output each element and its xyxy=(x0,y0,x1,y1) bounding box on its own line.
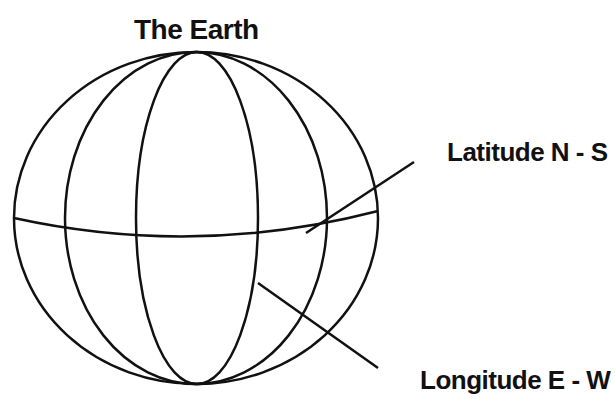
callout-label: Latitude N - S xyxy=(447,138,608,167)
callout-label: Longitude E - W xyxy=(420,366,610,395)
diagram-title: The Earth xyxy=(134,15,259,46)
longitude-leader xyxy=(258,283,378,368)
latitude-leader xyxy=(306,162,414,233)
meridian-outer xyxy=(65,52,327,384)
globe-outline xyxy=(14,52,378,384)
meridian-inner xyxy=(136,52,258,384)
equator-line xyxy=(14,211,378,236)
